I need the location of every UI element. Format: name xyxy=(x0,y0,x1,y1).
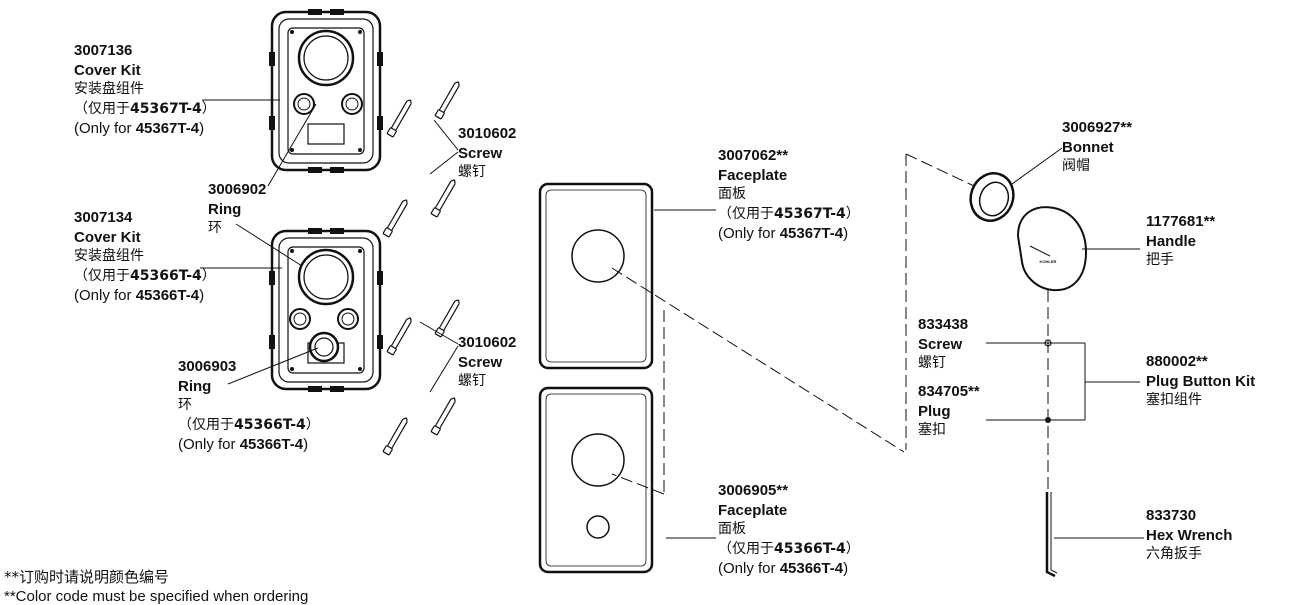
part-name-cn: 环 xyxy=(178,397,192,413)
model-number: 45366T-4 xyxy=(135,287,200,304)
part-name-cn: 螺钉 xyxy=(458,373,486,389)
part-name: Cover Kit xyxy=(74,228,141,246)
part-name-cn: 安装盘组件 xyxy=(74,81,144,97)
part-name-cn: 环 xyxy=(208,220,222,236)
label-plug: 834705** Plug 塞扣 xyxy=(918,382,980,441)
cover-kit-a-drawing xyxy=(267,7,385,175)
part-name-cn: 六角扳手 xyxy=(1146,546,1202,562)
part-name: Plug Button Kit xyxy=(1146,372,1256,390)
part-number: 3007136 xyxy=(74,42,133,59)
leader-lines xyxy=(200,99,1144,539)
part-number: 834705** xyxy=(918,383,980,400)
part-name: Cover Kit xyxy=(74,61,141,79)
label-cover-kit-b: 3007134 Cover Kit 安装盘组件 （仅用于45366T-4） (O… xyxy=(74,209,216,304)
model-number: 45366T-4 xyxy=(774,540,846,557)
part-name: Plug xyxy=(918,402,951,420)
part-number: 880002** xyxy=(1146,353,1208,370)
label-hex-wrench: 833730 Hex Wrench 六角扳手 xyxy=(1146,506,1232,565)
label-plug-button-kit: 880002** Plug Button Kit 塞扣组件 xyxy=(1146,352,1255,411)
part-name-cn: 安装盘组件 xyxy=(74,248,144,264)
part-number: 3006902 xyxy=(208,181,267,198)
part-name: Faceplate xyxy=(718,501,788,519)
part-name: Ring xyxy=(178,377,212,395)
part-name-cn: 塞扣组件 xyxy=(1146,392,1202,408)
part-name-cn: 螺钉 xyxy=(918,355,946,371)
part-name: Handle xyxy=(1146,232,1197,250)
part-number: 833730 xyxy=(1146,507,1197,524)
part-number: 3007134 xyxy=(74,209,133,226)
part-number: 3007062** xyxy=(718,147,789,164)
part-number: 3006903 xyxy=(178,358,237,375)
model-number: 45367T-4 xyxy=(130,100,202,117)
model-number: 45366T-4 xyxy=(779,560,844,577)
part-number: 3006905** xyxy=(718,482,789,499)
label-screw-b: 3010602 Screw 螺钉 xyxy=(458,333,516,392)
faceplate-a-drawing xyxy=(538,182,654,370)
bonnet-drawing xyxy=(969,172,1015,222)
part-name: Screw xyxy=(918,335,963,353)
part-name: Hex Wrench xyxy=(1146,526,1233,544)
label-screw-a: 3010602 Screw 螺钉 xyxy=(458,124,516,183)
hex-wrench-drawing xyxy=(1045,492,1058,578)
label-bonnet: 3006927** Bonnet 阀帽 xyxy=(1062,118,1132,177)
label-ring-a: 3006902 Ring 环 xyxy=(208,180,266,239)
part-name-cn: 把手 xyxy=(1146,252,1174,268)
color-code-note-en: **Color code must be specified when orde… xyxy=(4,588,309,605)
part-number: 3010602 xyxy=(458,334,517,351)
part-number: 833438 xyxy=(918,316,969,333)
label-screw-c: 833438 Screw 螺钉 xyxy=(918,315,968,374)
part-name-cn: 面板 xyxy=(718,521,746,537)
model-number: 45367T-4 xyxy=(135,120,200,137)
label-handle: 1177681** Handle 把手 xyxy=(1146,212,1215,271)
screws-b-drawing xyxy=(382,297,463,456)
part-name: Screw xyxy=(458,353,503,371)
model-number: 45366T-4 xyxy=(239,436,304,453)
part-number: 3010602 xyxy=(458,125,517,142)
assembly-lines xyxy=(611,153,1049,495)
part-name: Ring xyxy=(208,200,242,218)
label-faceplate-a: 3007062** Faceplate 面板 （仅用于45367T-4） (On… xyxy=(718,147,860,242)
part-name-cn: 面板 xyxy=(718,186,746,202)
model-number: 45366T-4 xyxy=(234,416,306,433)
faceplate-b-drawing xyxy=(538,386,654,574)
model-number: 45367T-4 xyxy=(779,225,844,242)
part-number: 1177681** xyxy=(1146,213,1216,230)
part-name: Screw xyxy=(458,144,503,162)
label-cover-kit-a: 3007136 Cover Kit 安装盘组件 （仅用于45367T-4） (O… xyxy=(74,42,216,137)
cover-kit-b-drawing xyxy=(267,226,385,394)
part-name-cn: 阀帽 xyxy=(1062,158,1090,174)
color-code-note-cn: **订购时请说明颜色编号 xyxy=(4,568,170,586)
model-number: 45367T-4 xyxy=(774,205,846,222)
label-ring-b: 3006903 Ring 环 （仅用于45366T-4） (Only for 4… xyxy=(178,358,320,453)
part-number: 3006927** xyxy=(1062,119,1133,136)
handle-drawing: KOHLER xyxy=(1016,206,1088,292)
model-number: 45366T-4 xyxy=(130,267,202,284)
part-name: Faceplate xyxy=(718,166,788,184)
part-name-cn: 螺钉 xyxy=(458,164,486,180)
part-name: Bonnet xyxy=(1062,138,1114,156)
part-name-cn: 塞扣 xyxy=(918,422,946,438)
handle-logo-text: KOHLER xyxy=(1040,259,1057,264)
label-faceplate-b: 3006905** Faceplate 面板 （仅用于45366T-4） (On… xyxy=(718,482,860,577)
